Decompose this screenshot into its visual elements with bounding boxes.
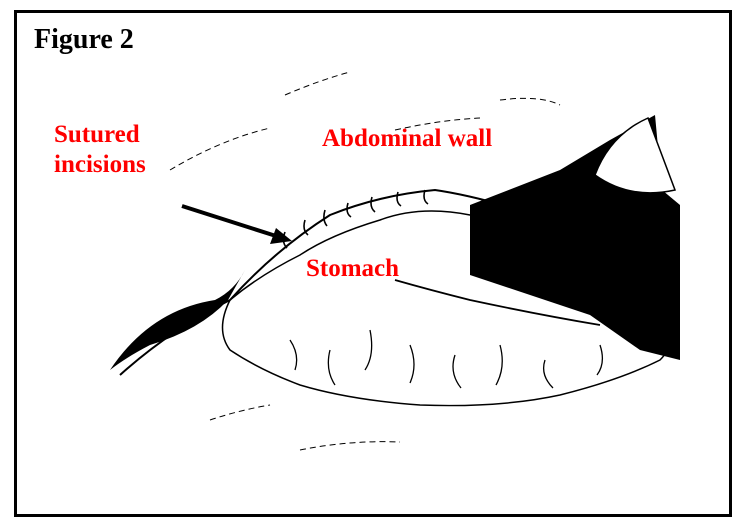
label-sutured-incisions: Sutured incisions [54, 120, 194, 180]
label-abdominal-wall: Abdominal wall [322, 124, 492, 154]
label-stomach: Stomach [306, 254, 399, 284]
